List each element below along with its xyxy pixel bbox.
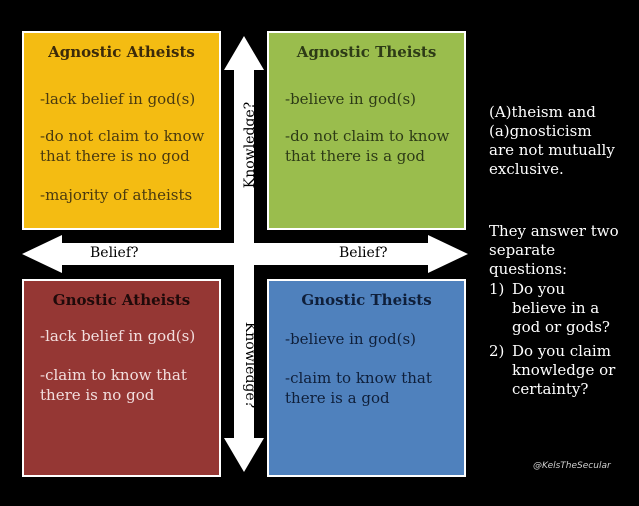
knowledge-axis-label-top: Knowledge? <box>242 101 259 189</box>
quadrant-line: -claim to know that there is no god <box>40 366 187 404</box>
quadrant-agnostic-theists: Agnostic Theists -believe in god(s) -do … <box>267 31 466 230</box>
quadrant-line: -lack belief in god(s) <box>40 327 196 345</box>
quadrant-line: -majority of atheists <box>40 186 193 204</box>
knowledge-axis-arrow <box>224 36 264 472</box>
list-number: 1) <box>489 280 505 298</box>
quadrant-title: Agnostic Theists <box>296 43 437 61</box>
quadrant-agnostic-atheists: Agnostic Atheists -lack belief in god(s)… <box>22 31 221 230</box>
side-lead-text: They answer two separate questions: <box>489 222 619 278</box>
quadrant-line: -believe in god(s) <box>285 330 417 348</box>
quadrant-gnostic-atheists: Gnostic Atheists -lack belief in god(s) … <box>22 279 221 477</box>
side-intro-text: (A)theism and (a)gnosticism are not mutu… <box>489 103 615 178</box>
credit-text: @KelsTheSecular <box>533 461 611 471</box>
quadrant-title: Gnostic Atheists <box>52 291 191 309</box>
quadrant-line: -lack belief in god(s) <box>40 90 196 108</box>
quadrant-line: -do not claim to know that there is a go… <box>285 127 450 165</box>
quadrant-gnostic-theists: Gnostic Theists -believe in god(s) -clai… <box>267 279 466 477</box>
quadrant-title: Gnostic Theists <box>301 291 432 309</box>
list-number: 2) <box>489 342 505 360</box>
quadrant-line: -claim to know that there is a god <box>285 369 432 407</box>
list-text: Do you believe in a god or gods? <box>512 280 610 336</box>
belief-axis-label-left: Belief? <box>90 245 139 261</box>
quadrant-line: -believe in god(s) <box>285 90 417 108</box>
belief-axis-label-right: Belief? <box>339 245 388 261</box>
knowledge-axis-label-bottom: Knowledge? <box>242 321 259 409</box>
quadrant-title: Agnostic Atheists <box>48 43 195 61</box>
quadrant-line: -do not claim to know that there is no g… <box>40 127 205 165</box>
list-text: Do you claim knowledge or certainty? <box>512 342 616 398</box>
